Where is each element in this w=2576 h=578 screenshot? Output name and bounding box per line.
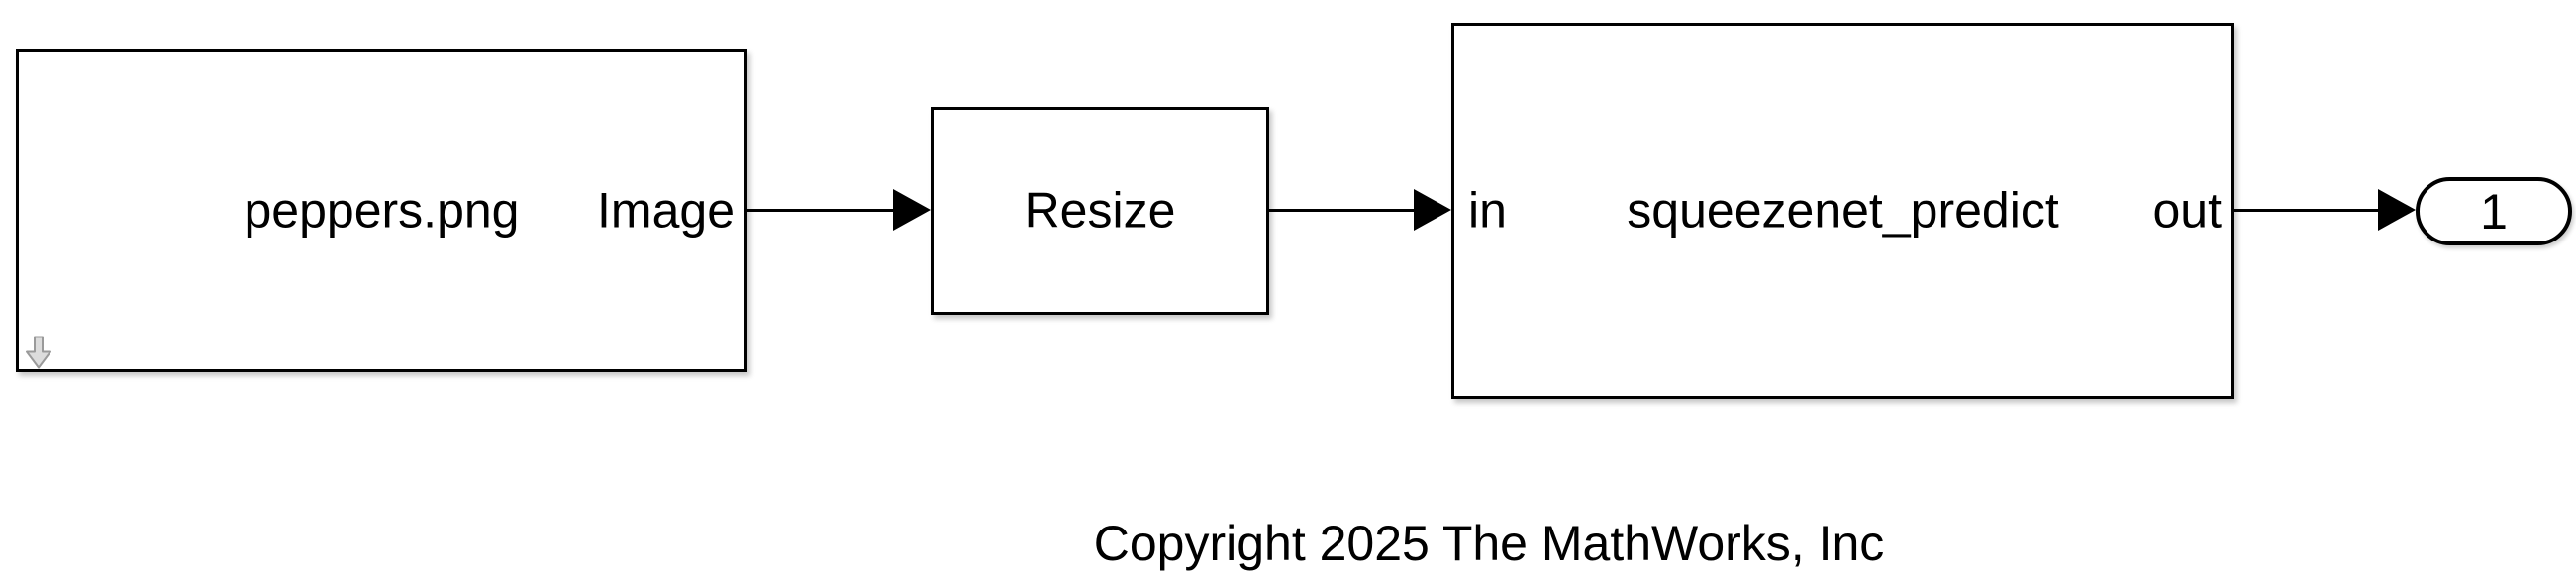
signal-line-image-to-resize[interactable] xyxy=(747,209,896,212)
squeezenet-predict-block[interactable]: in squeezenet_predict out xyxy=(1451,23,2234,399)
outport-number-label: 1 xyxy=(2480,183,2508,240)
image-output-port-label: Image xyxy=(597,182,735,239)
signal-line-resize-to-predict[interactable] xyxy=(1269,209,1418,212)
download-arrow-icon xyxy=(25,336,52,369)
arrowhead-icon xyxy=(2378,189,2416,231)
outport-block[interactable]: 1 xyxy=(2416,177,2572,245)
resize-block[interactable]: Resize xyxy=(931,107,1269,315)
copyright-annotation[interactable]: Copyright 2025 The MathWorks, Inc xyxy=(1093,516,1885,571)
resize-block-label: Resize xyxy=(1024,182,1176,239)
predict-block-label: squeezenet_predict xyxy=(1627,182,2059,239)
predict-output-port-label: out xyxy=(2152,182,2222,239)
image-from-file-block[interactable]: peppers.png Image xyxy=(16,49,747,372)
image-file-label: peppers.png xyxy=(244,182,520,239)
arrowhead-icon xyxy=(893,189,931,231)
predict-input-port-label: in xyxy=(1468,182,1507,239)
arrowhead-icon xyxy=(1414,189,1451,231)
signal-line-predict-to-outport[interactable] xyxy=(2234,209,2381,212)
